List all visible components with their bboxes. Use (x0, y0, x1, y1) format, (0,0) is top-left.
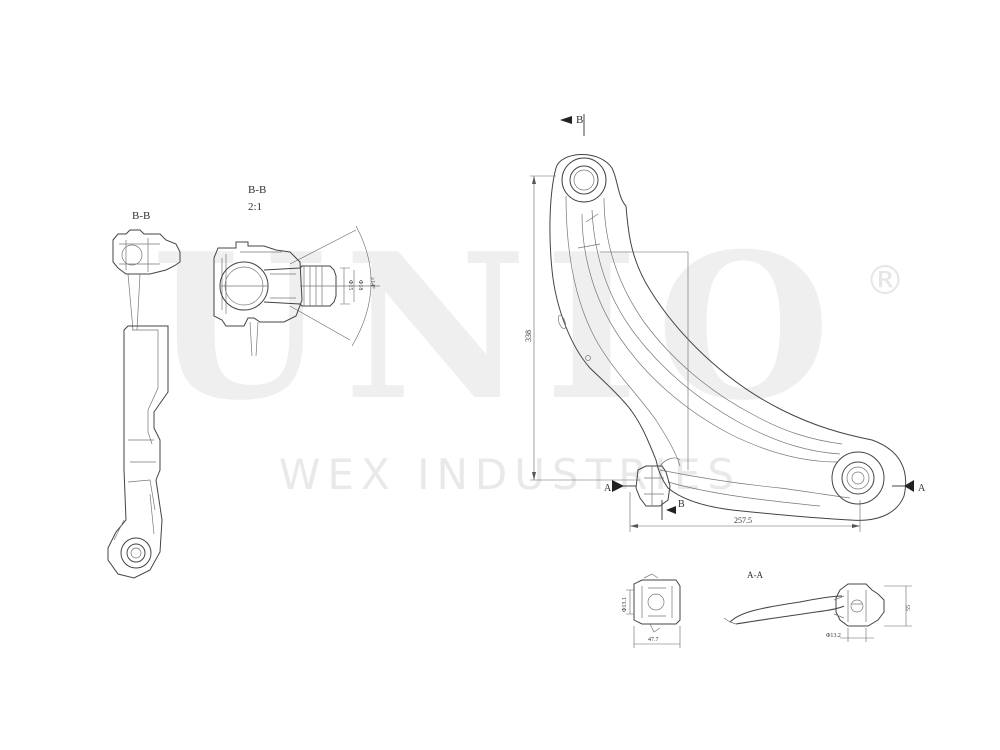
watermark-brand: UNIO (151, 210, 849, 445)
dim-joint-angle: ≥14° (369, 277, 376, 289)
label-detail-scale: 2:1 (248, 201, 262, 213)
label-section-bb-left: B-B (132, 210, 150, 222)
dim-bushing-dia: Φ13.1 (622, 597, 628, 612)
section-aa: A-A 55 Φ13.2 (723, 570, 912, 642)
watermark-registered-mark: ® (865, 258, 905, 304)
label-section-bb-detail: B-B (248, 184, 266, 196)
watermark-company: WEX INDUSTRIES (278, 450, 742, 499)
label-section-aa: A-A (747, 570, 763, 580)
bushing-detail: Φ13.1 47.7 (622, 573, 681, 648)
detail-ball-joint: B-B 2:1 Φ15 Φ18 (213, 184, 380, 357)
dim-joint-d2: Φ18 (357, 280, 363, 290)
main-top-view: B (524, 114, 926, 532)
dim-height: 338 (524, 330, 533, 342)
dim-joint-d1: Φ15 (347, 280, 353, 290)
dim-width: 257.5 (734, 516, 752, 525)
label-cut-b-top: B (576, 114, 583, 126)
label-cut-a-left: A (604, 483, 612, 494)
label-cut-b-bottom: B (678, 499, 685, 510)
dim-bushing-width: 47.7 (648, 637, 659, 643)
label-cut-a-right: A (918, 483, 926, 494)
side-view-arm: B-B (107, 210, 181, 579)
dim-rear-height: 55 (906, 605, 912, 611)
dim-rear-dia: Φ13.2 (826, 633, 841, 639)
